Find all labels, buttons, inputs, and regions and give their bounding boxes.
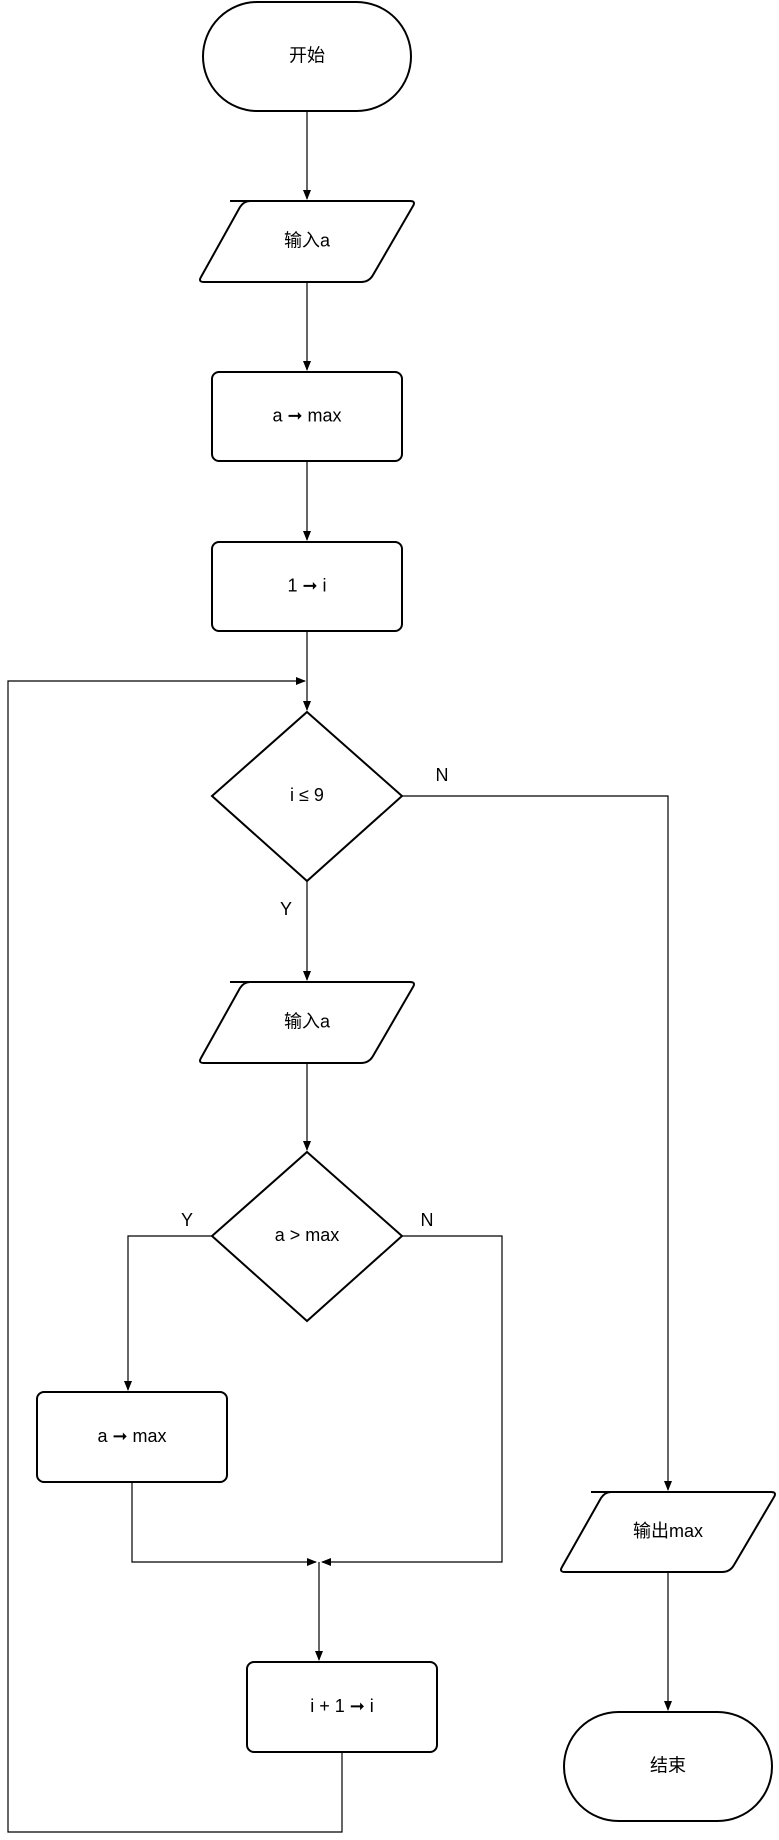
edge-label-cond-i-yes: Y <box>280 899 292 919</box>
node-cond-a-label: a > max <box>275 1225 340 1245</box>
node-cond-i: i ≤ 9 <box>210 710 404 883</box>
edge-amax2-to-merge <box>131 1482 317 1566</box>
node-start: 开始 <box>202 1 412 112</box>
edge-cond-a-yes <box>124 1235 212 1391</box>
node-one-to-i: 1 ➞ i <box>211 541 403 632</box>
node-output-max: 输出max <box>560 1491 776 1573</box>
edge-cond-no-to-output <box>402 795 672 1491</box>
node-incr-i: i + 1 ➞ i <box>246 1661 438 1753</box>
node-a-to-max-1-label: a ➞ max <box>272 405 341 425</box>
node-input-a-2: 输入a <box>199 981 415 1064</box>
node-incr-i-label: i + 1 ➞ i <box>310 1696 374 1716</box>
edges <box>7 111 672 1833</box>
edge-cond-a-no <box>321 1235 503 1566</box>
edge-label-cond-i-no: N <box>436 765 449 785</box>
node-one-to-i-label: 1 ➞ i <box>287 575 326 595</box>
edge-loop-back <box>7 677 343 1833</box>
node-output-max-label: 输出max <box>633 1521 703 1541</box>
node-a-to-max-1: a ➞ max <box>211 371 403 462</box>
node-a-to-max-2: a ➞ max <box>36 1391 228 1483</box>
node-end: 结束 <box>563 1711 773 1822</box>
edge-label-cond-a-yes: Y <box>181 1210 193 1230</box>
node-start-label: 开始 <box>289 45 325 65</box>
node-input-a-2-label: 输入a <box>284 1011 331 1031</box>
node-a-to-max-2-label: a ➞ max <box>97 1426 166 1446</box>
node-end-label: 结束 <box>650 1755 686 1775</box>
node-cond-a: a > max <box>210 1150 404 1323</box>
node-cond-i-label: i ≤ 9 <box>290 785 324 805</box>
node-input-a-1: 输入a <box>199 200 415 283</box>
edge-label-cond-a-no: N <box>421 1210 434 1230</box>
node-input-a-1-label: 输入a <box>284 230 331 250</box>
